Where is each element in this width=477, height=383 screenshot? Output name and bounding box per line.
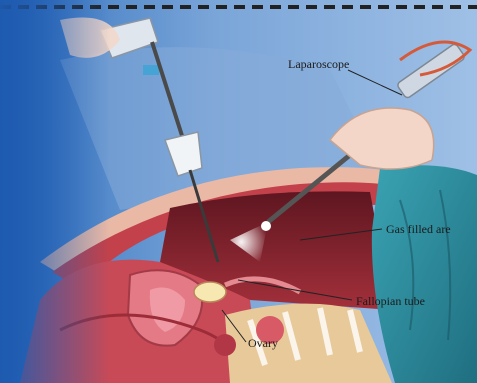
surgical-drape	[372, 165, 477, 383]
scope-tip-light	[261, 221, 271, 231]
label-fallopian-tube: Fallopian tube	[356, 294, 425, 308]
intestine-loop	[214, 334, 236, 356]
instrument-ring	[143, 65, 159, 75]
label-laparoscope: Laparoscope	[288, 57, 349, 71]
ovary-shape	[194, 282, 226, 302]
label-gas-filled-area: Gas filled are	[386, 222, 451, 236]
left-vignette	[0, 0, 110, 383]
label-ovary: Ovary	[248, 336, 278, 350]
